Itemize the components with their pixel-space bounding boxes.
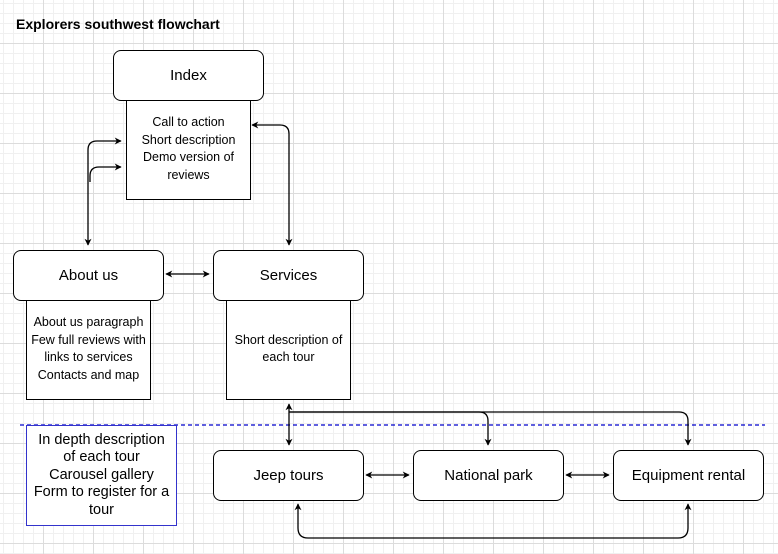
note-line: of each tour [63, 449, 140, 466]
node-index-label: Index [170, 67, 207, 84]
node-national-park-label: National park [444, 467, 533, 484]
services-detail-line: each tour [262, 350, 315, 364]
node-services[interactable]: Services [213, 250, 364, 301]
node-jeep-tours[interactable]: Jeep tours [213, 450, 364, 501]
about-detail-line: Contacts and map [37, 367, 140, 382]
index-details-box: Call to action Short description Demo ve… [126, 98, 251, 200]
index-detail-line: reviews [167, 167, 210, 182]
note-line: Form to register for a [33, 484, 170, 501]
about-detail-line: links to services [44, 350, 133, 364]
note-line: tour [89, 501, 114, 518]
index-detail-line: Short description [141, 132, 236, 147]
node-about-us[interactable]: About us [13, 250, 164, 301]
node-equipment-rental-label: Equipment rental [631, 467, 746, 484]
note-line: Carousel gallery [49, 466, 154, 483]
diagram-title: Explorers southwest flowchart [16, 16, 220, 32]
about-details-box: About us paragraph Few full reviews with… [26, 298, 151, 400]
node-index[interactable]: Index [113, 50, 264, 101]
connector-services-park [289, 411, 492, 446]
index-detail-line: Call to action [152, 115, 225, 129]
node-national-park[interactable]: National park [413, 450, 564, 501]
note-line: In depth description [38, 431, 165, 448]
services-detail-line: Short description of [234, 332, 343, 347]
services-details-box: Short description of each tour [226, 298, 351, 400]
connector-jeep-equipment [294, 503, 692, 539]
about-detail-line: About us paragraph [33, 315, 144, 329]
about-detail-line: Few full reviews with [31, 332, 146, 347]
connector-about-index-upper [84, 137, 122, 246]
node-jeep-tours-label: Jeep tours [253, 467, 324, 484]
connector-index-services [251, 121, 293, 246]
node-equipment-rental[interactable]: Equipment rental [613, 450, 764, 501]
connector-about-index-lower [89, 163, 122, 182]
tour-page-note: In depth description of each tour Carous… [26, 425, 177, 526]
connector-services-equipment [289, 411, 692, 446]
node-about-us-label: About us [58, 267, 119, 284]
index-detail-line: Demo version of [142, 150, 234, 164]
node-services-label: Services [259, 267, 318, 284]
